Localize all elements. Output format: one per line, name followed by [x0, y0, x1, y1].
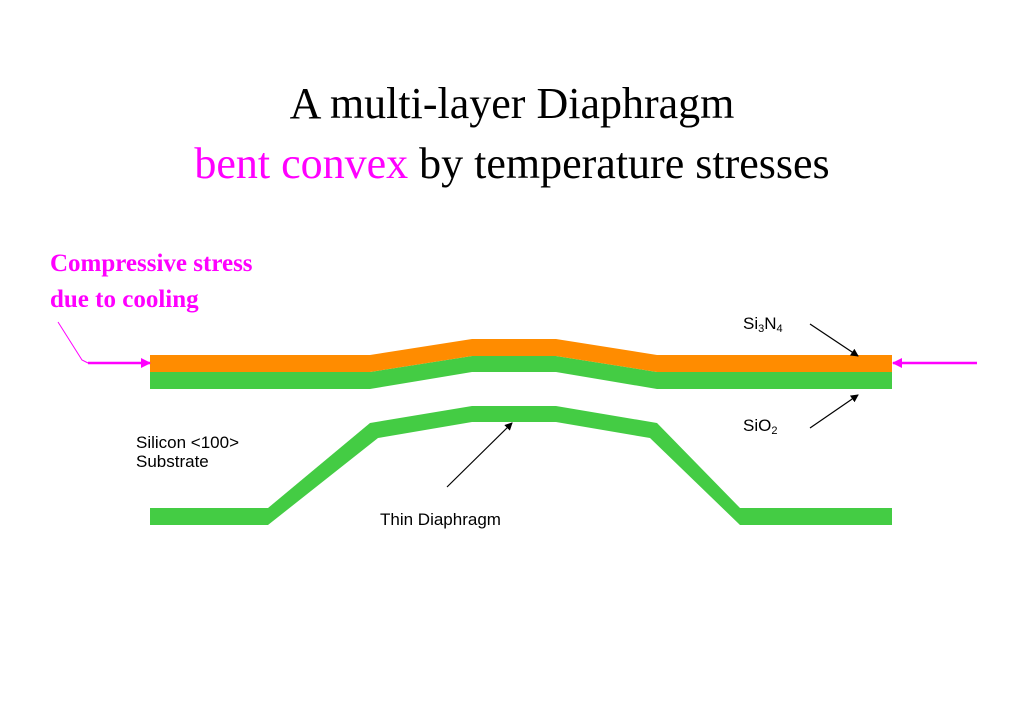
- sio2-layer: [150, 356, 892, 389]
- thin-diaphragm-label: Thin Diaphragm: [380, 510, 501, 529]
- sio2-pointer-arrow: [809, 394, 859, 429]
- si3n4-label: Si3N4: [743, 314, 783, 335]
- compressive-stress-label: Compressive stress due to cooling: [50, 246, 253, 318]
- silicon-label-line2: Substrate: [136, 452, 209, 471]
- si3n4-layer: [150, 339, 892, 372]
- title-highlight: bent convex: [194, 139, 409, 188]
- stress-label-line1: Compressive stress: [50, 250, 253, 277]
- title-rest: by temperature stresses: [408, 139, 830, 188]
- sio2-label: SiO2: [743, 416, 778, 437]
- silicon-label-line1: Silicon <100>: [136, 433, 240, 452]
- stress-callout-line: [57, 321, 89, 364]
- slide-title-line2: bent convex by temperature stresses: [0, 138, 1024, 189]
- silicon-substrate-label: Silicon <100> Substrate: [136, 433, 239, 471]
- silicon-substrate-layer: [150, 406, 892, 525]
- stress-label-line2: due to cooling: [50, 286, 199, 313]
- thin-diaphragm-pointer-arrow: [446, 422, 513, 488]
- si3n4-pointer-arrow: [809, 323, 859, 357]
- slide-title-line1: A multi-layer Diaphragm: [289, 79, 735, 128]
